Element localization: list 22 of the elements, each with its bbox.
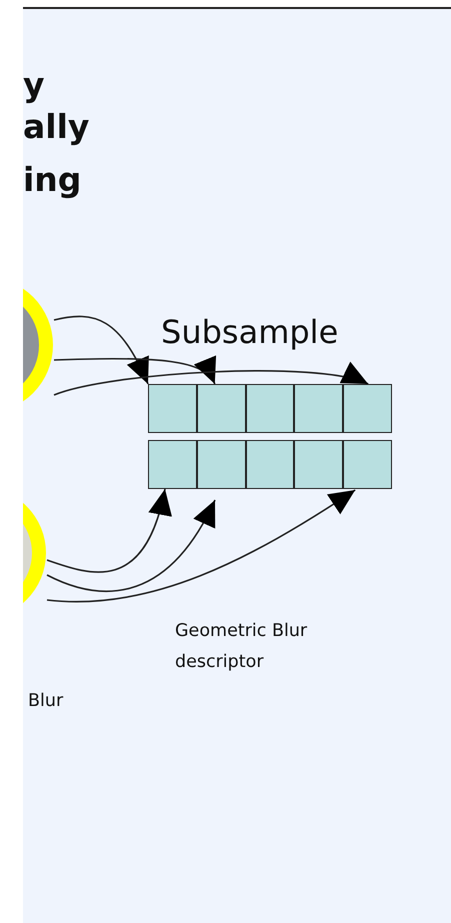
descriptor-cell	[343, 440, 392, 489]
descriptor-cell	[343, 384, 392, 433]
title-text: ally	[23, 107, 90, 147]
descriptor-cell	[196, 384, 246, 433]
arrow	[54, 364, 368, 396]
heading-text: Subsample	[161, 313, 338, 351]
title-text: ing	[23, 160, 82, 200]
arrow	[46, 488, 171, 573]
arrow	[46, 489, 356, 602]
descriptor-cell	[294, 384, 344, 433]
descriptor-cell	[246, 440, 294, 489]
descriptor-cell	[196, 440, 246, 489]
caption-text: Blur	[28, 691, 64, 711]
caption-text: Geometric Blur descriptor	[175, 620, 308, 674]
descriptor-cell	[246, 384, 294, 433]
title-text: y	[23, 65, 45, 105]
arrow	[54, 355, 216, 384]
descriptor-cell	[148, 384, 197, 433]
arrow	[54, 316, 149, 384]
descriptor-cell	[148, 440, 197, 489]
descriptor-cell	[294, 440, 344, 489]
arrow	[46, 500, 216, 592]
